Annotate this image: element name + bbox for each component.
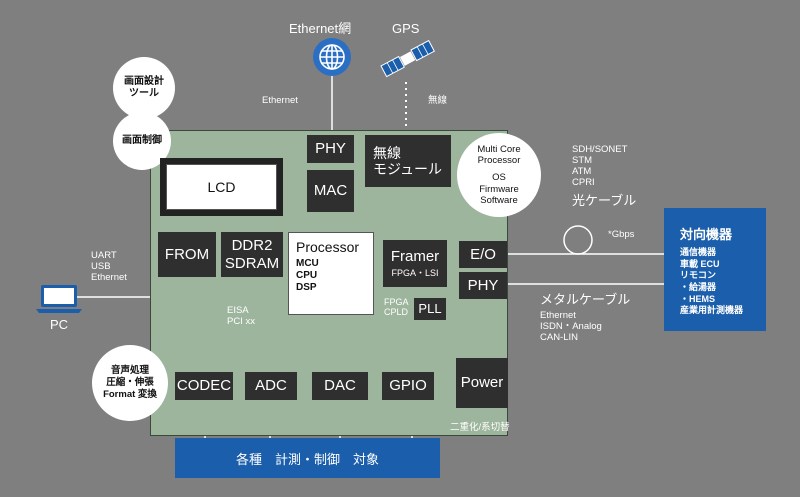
- pc-label: PC: [50, 317, 69, 332]
- wireless-label: 無線: [428, 95, 448, 106]
- can-lin-label: CAN-LIN: [540, 331, 579, 343]
- multicore-line-firmware: Firmware: [479, 183, 519, 195]
- multicore-line-2: Processor: [477, 154, 521, 166]
- isdn-label: ISDN・Analog: [540, 320, 602, 332]
- lcd-screen: LCD: [166, 164, 277, 210]
- peer-device-list: 通信機器 車載 ECU リモコン ・給湯器 ・HEMS 産業用計測機器: [680, 247, 766, 317]
- redundancy-label: 二重化/系切替: [450, 422, 510, 433]
- metal-specs: Ethernet ISDN・Analog CAN-LIN: [540, 310, 602, 344]
- optical-specs: SDH/SONET STM ATM CPRI: [572, 144, 628, 189]
- gps-label: GPS: [392, 21, 420, 36]
- design-tool-circle: 画面設計 ツール: [113, 57, 175, 119]
- peer-item-ecu: 車載 ECU: [680, 258, 720, 269]
- fpga-label: FPGA: [384, 297, 409, 307]
- audio-line-3: Format 変換: [103, 388, 157, 400]
- phy-right-block: PHY: [459, 272, 507, 299]
- globe-icon: [313, 38, 351, 76]
- satellite-icon: [380, 39, 435, 78]
- multicore-line-1: Multi Core: [477, 143, 521, 155]
- gbps-label: *Gbps: [608, 229, 635, 240]
- peer-item-comm: 通信機器: [680, 247, 717, 257]
- bus-label: EISA PCI xx: [227, 305, 255, 328]
- ethernet-left-label: Ethernet: [91, 271, 127, 283]
- usb-label: USB: [91, 260, 111, 272]
- adc-block: ADC: [245, 372, 297, 400]
- wireless-module-block: 無線 モジュール: [365, 135, 451, 187]
- wireless-module-line-1: 無線: [373, 144, 401, 161]
- wireless-module-line-2: モジュール: [373, 161, 443, 177]
- ddr2-line-1: DDR2: [231, 237, 273, 255]
- design-tool-line-1: 画面設計: [124, 75, 164, 87]
- audio-line-2: 圧縮・伸張: [106, 377, 154, 389]
- uart-label: UART: [91, 250, 117, 261]
- peer-item-industrial: 産業用計測機器: [680, 305, 744, 316]
- ddr2-line-2: SDRAM: [224, 254, 280, 272]
- audio-line-1: 音声処理: [110, 365, 149, 377]
- cpld-label: CPLD: [384, 307, 409, 318]
- processor-mcu: MCU: [296, 258, 319, 269]
- processor-block: Processor MCU CPU DSP: [288, 232, 374, 315]
- phy-top-block: PHY: [307, 135, 354, 163]
- peer-item-remote: リモコン: [680, 270, 717, 281]
- stm-label: STM: [572, 154, 593, 166]
- framer-sub: FPGA・LSI: [391, 268, 439, 279]
- power-block: Power: [456, 358, 508, 408]
- multicore-line-os: OS: [492, 172, 506, 184]
- ethernet-network-label: Ethernet網: [289, 21, 352, 36]
- cpri-label: CPRI: [572, 176, 595, 188]
- target-box: 各種 計測・制御 対象: [175, 438, 440, 478]
- ethernet-label: Ethernet: [262, 95, 298, 106]
- framer-title: Framer: [390, 248, 440, 266]
- peer-device-box: 対向機器 通信機器 車載 ECU リモコン ・給湯器 ・HEMS 産業用計測機器: [664, 208, 766, 331]
- ddr2-sdram-block: DDR2 SDRAM: [221, 232, 283, 277]
- multicore-circle: Multi Core Processor OS Firmware Softwar…: [457, 133, 541, 217]
- audio-processing-circle: 音声処理 圧縮・伸張 Format 変換: [92, 345, 168, 421]
- eisa-label: EISA: [227, 305, 249, 316]
- processor-title: Processor: [296, 239, 360, 255]
- processor-dsp: DSP: [296, 282, 317, 293]
- framer-block: Framer FPGA・LSI: [383, 240, 447, 287]
- interfaces-label: UART USB Ethernet: [91, 250, 127, 284]
- from-block: FROM: [158, 232, 216, 277]
- atm-label: ATM: [572, 165, 592, 177]
- screen-control-label: 画面制御: [122, 134, 162, 146]
- gpio-block: GPIO: [382, 372, 434, 400]
- pci-label: PCI xx: [227, 315, 255, 327]
- codec-block: CODEC: [175, 372, 233, 400]
- optical-cable-label: 光ケーブル: [572, 193, 637, 208]
- laptop-icon: [36, 285, 82, 313]
- fpga-cpld-label: FPGA CPLD: [384, 297, 409, 318]
- processor-cpu: CPU: [296, 270, 318, 281]
- peer-device-title: 対向機器: [680, 227, 733, 242]
- processor-subtypes: MCU CPU DSP: [296, 258, 373, 294]
- ethernet-right-label: Ethernet: [540, 310, 576, 321]
- lcd-frame: LCD: [160, 158, 283, 216]
- dac-block: DAC: [312, 372, 368, 400]
- design-tool-line-2: ツール: [129, 88, 159, 99]
- peer-item-water-heater: ・給湯器: [680, 282, 717, 293]
- multicore-line-software: Software: [480, 195, 518, 207]
- pll-block: PLL: [414, 298, 446, 320]
- peer-item-hems: ・HEMS: [680, 293, 716, 304]
- eo-block: E/O: [459, 241, 507, 268]
- sdh-sonet-label: SDH/SONET: [572, 144, 628, 155]
- metal-cable-label: メタルケーブル: [540, 292, 631, 307]
- mac-block: MAC: [307, 170, 354, 212]
